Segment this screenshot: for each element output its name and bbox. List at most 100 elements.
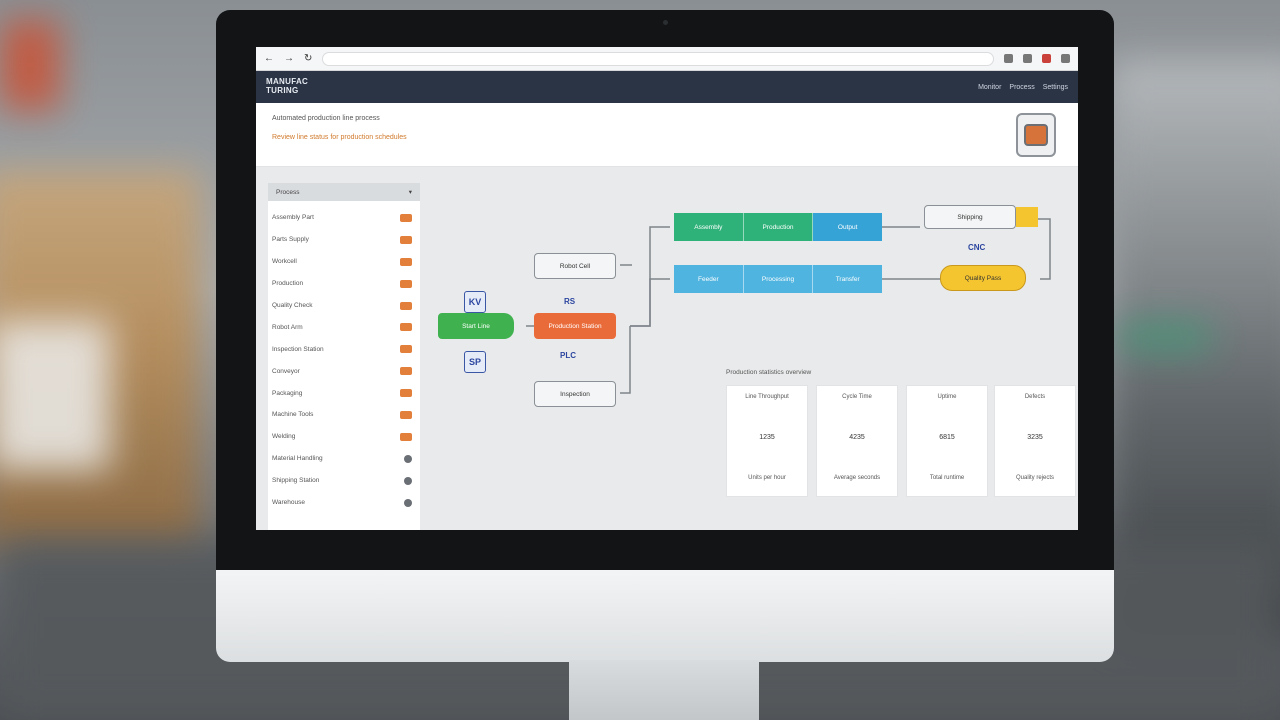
- robot-cell-node[interactable]: Robot Cell: [534, 253, 616, 279]
- status-icon: [400, 345, 412, 354]
- sensor-icon[interactable]: SP: [464, 351, 486, 373]
- sidebar-item[interactable]: Inspection Station: [268, 338, 420, 360]
- reload-icon[interactable]: ↻: [304, 53, 313, 64]
- menu-icon[interactable]: [1061, 54, 1070, 63]
- extension-icon[interactable]: [1004, 54, 1013, 63]
- feeder-bar[interactable]: Feeder Processing Transfer: [674, 265, 883, 293]
- status-icon: [400, 432, 412, 441]
- flow-canvas: Robot Cell Start Line Production Station…: [420, 167, 1078, 530]
- header-item-settings[interactable]: Settings: [1042, 83, 1068, 91]
- stat-card-title: Line Throughput: [745, 394, 789, 400]
- sidebar-item-label: Shipping Station: [272, 477, 320, 485]
- monitor-stand: [569, 660, 759, 720]
- sidebar-item[interactable]: Packaging: [268, 382, 420, 404]
- profile-icon[interactable]: [1042, 54, 1051, 63]
- inspection-node[interactable]: Inspection: [534, 381, 616, 407]
- monitor-bezel: ← → ↻ MANUFAC TURING Monitor Process Set…: [216, 10, 1114, 570]
- chevron-down-icon[interactable]: ▾: [408, 189, 412, 196]
- back-icon[interactable]: ←: [264, 53, 274, 64]
- stat-card[interactable]: Cycle Time 4235 Average seconds: [816, 385, 898, 497]
- production-node[interactable]: Production Station: [534, 313, 616, 339]
- status-icon: [400, 323, 412, 332]
- sidebar-item-label: Welding: [272, 433, 296, 441]
- cardboard-box: [0, 320, 110, 470]
- sidebar-header[interactable]: Process ▾: [268, 183, 420, 201]
- sidebar-item[interactable]: Conveyor: [268, 360, 420, 382]
- status-icon: [400, 257, 412, 266]
- sidebar-item-label: Machine Tools: [272, 411, 314, 419]
- controller-icon[interactable]: KV: [464, 291, 486, 313]
- stat-card-value: 3235: [1027, 434, 1043, 441]
- bar-segment: Feeder: [674, 265, 744, 293]
- assembly-bar[interactable]: Assembly Production Output: [674, 213, 883, 241]
- stat-card-foot: Units per hour: [748, 475, 786, 481]
- sidebar-item[interactable]: Quality Check: [268, 295, 420, 317]
- sidebar-item[interactable]: Material Handling: [268, 448, 420, 470]
- sidebar-item[interactable]: Workcell: [268, 251, 420, 273]
- monitor: ← → ↻ MANUFAC TURING Monitor Process Set…: [216, 10, 1114, 720]
- bookmark-icon[interactable]: [1023, 54, 1032, 63]
- sidebar-item-label: Production: [272, 280, 304, 288]
- start-node[interactable]: Start Line: [438, 313, 514, 339]
- plc-icon-label: PLC: [560, 351, 576, 360]
- header-item-monitor[interactable]: Monitor: [978, 83, 1002, 91]
- sidebar-item-label: Material Handling: [272, 455, 323, 463]
- sidebar-item-label: Warehouse: [272, 499, 305, 507]
- status-icon: [404, 454, 412, 463]
- stat-card[interactable]: Uptime 6815 Total runtime: [906, 385, 988, 497]
- stat-card-foot: Total runtime: [929, 475, 965, 481]
- stat-card-foot: Average seconds: [833, 475, 881, 481]
- app-header: MANUFAC TURING Monitor Process Settings: [256, 71, 1078, 103]
- robot-icon-label: RS: [564, 297, 576, 306]
- address-bar[interactable]: [322, 51, 994, 66]
- sidebar-item-label: Quality Check: [272, 302, 313, 309]
- status-icon: [400, 301, 412, 310]
- forward-icon[interactable]: →: [284, 53, 294, 64]
- sidebar-item-label: Parts Supply: [272, 236, 309, 244]
- stat-card-title: Cycle Time: [842, 394, 872, 400]
- sidebar-item[interactable]: Shipping Station: [268, 470, 420, 492]
- bar-segment: Transfer: [813, 265, 883, 293]
- status-icon: [400, 213, 412, 222]
- quality-node[interactable]: Quality Pass: [940, 265, 1026, 291]
- browser-toolbar: ← → ↻: [256, 47, 1078, 71]
- sidebar-item[interactable]: Parts Supply: [268, 229, 420, 251]
- stat-card[interactable]: Line Throughput 1235 Units per hour: [726, 385, 808, 497]
- status-icon: [404, 476, 412, 485]
- header-item-process[interactable]: Process: [1009, 83, 1035, 91]
- sidebar-title: Process: [276, 188, 300, 196]
- stat-card-value: 6815: [939, 434, 955, 441]
- sidebar-item-label: Robot Arm: [272, 323, 303, 331]
- status-icon: [400, 367, 412, 376]
- sidebar-item[interactable]: Robot Arm: [268, 316, 420, 338]
- stat-card[interactable]: Defects 3235 Quality rejects: [994, 385, 1076, 497]
- status-icon: [400, 389, 412, 398]
- sidebar-item-label: Workcell: [272, 258, 297, 266]
- bar-segment: Assembly: [674, 213, 744, 241]
- cnc-icon-label: CNC: [968, 243, 986, 252]
- info-highlight: Review line status for production schedu…: [272, 134, 407, 141]
- sidebar-item[interactable]: Production: [268, 273, 420, 295]
- sidebar-item[interactable]: Machine Tools: [268, 404, 420, 426]
- sidebar-item[interactable]: Welding: [268, 426, 420, 448]
- status-icon: [400, 279, 412, 288]
- sidebar: Process ▾ Assembly Part Parts Supply Wor…: [268, 183, 420, 530]
- shipping-node[interactable]: Shipping: [924, 205, 1016, 229]
- status-icon: [404, 498, 412, 507]
- info-description: Automated production line process: [272, 115, 380, 122]
- sidebar-item-label: Packaging: [272, 389, 303, 397]
- stat-card-value: 4235: [849, 434, 865, 441]
- monitor-chin: [216, 570, 1114, 662]
- camera-icon: [663, 20, 668, 25]
- workspace: Process ▾ Assembly Part Parts Supply Wor…: [256, 167, 1078, 530]
- app-title-line1: MANUFAC: [266, 77, 309, 87]
- flow-connectors: [526, 218, 1051, 394]
- shipping-tag-icon: [1016, 207, 1038, 227]
- screen: ← → ↻ MANUFAC TURING Monitor Process Set…: [256, 47, 1078, 530]
- stats-caption: Production statistics overview: [726, 369, 812, 376]
- machine-green-panel: [1120, 325, 1210, 349]
- red-object: [0, 20, 60, 110]
- sidebar-item[interactable]: Warehouse: [268, 492, 420, 514]
- header-nav: Monitor Process Settings: [978, 84, 1068, 91]
- sidebar-item[interactable]: Assembly Part: [268, 207, 420, 229]
